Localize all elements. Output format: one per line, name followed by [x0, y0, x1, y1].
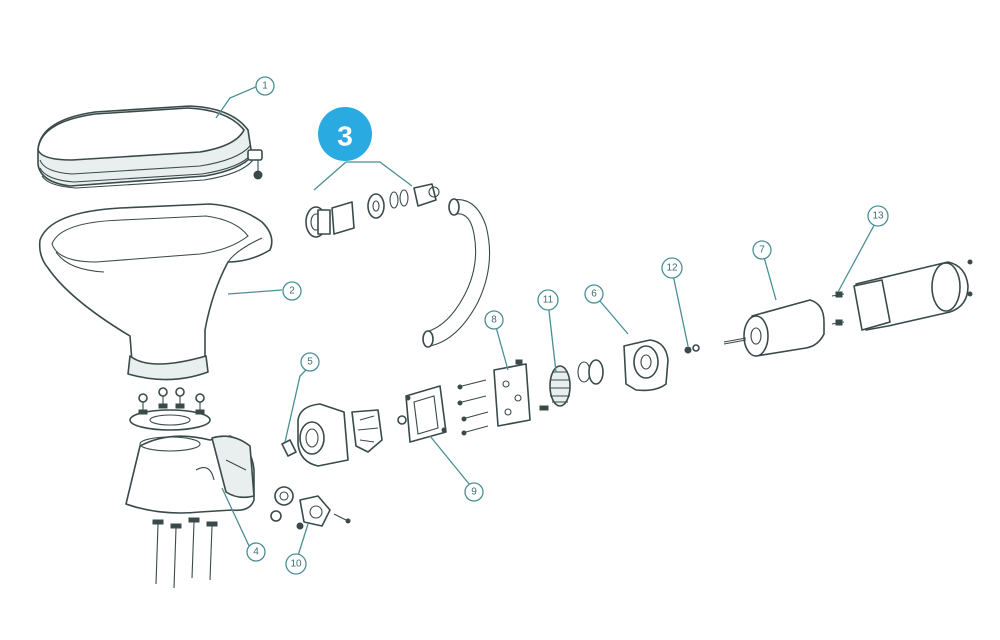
pump-base-part: [125, 435, 255, 589]
callout-13-label: 13: [872, 211, 884, 222]
fastener-part: [684, 344, 700, 354]
motor-part: [723, 299, 825, 357]
callout-10: 10: [285, 553, 307, 575]
callout-12: 12: [661, 257, 683, 279]
callout-4: 4: [246, 542, 266, 562]
callout-5-label: 5: [307, 357, 313, 368]
callout-8-label: 8: [491, 315, 497, 326]
callout-1: 1: [255, 76, 275, 96]
callout-11: 11: [537, 289, 559, 311]
callout-5: 5: [300, 352, 320, 372]
callout-6-label: 6: [591, 289, 597, 300]
callout-12-label: 12: [666, 263, 678, 274]
callout-2-label: 2: [289, 286, 295, 297]
callout-7: 7: [752, 240, 772, 260]
callout-8: 8: [484, 310, 504, 330]
gasket-part: [397, 385, 447, 443]
callout-13: 13: [867, 205, 889, 227]
callout-4-label: 4: [253, 547, 259, 558]
bowl-part: [38, 203, 273, 381]
base-hardware-part: [129, 387, 211, 431]
callout-2: 2: [282, 281, 302, 301]
highlight-callout-3: 3: [318, 107, 372, 161]
callout-6: 6: [584, 284, 604, 304]
callout-7-label: 7: [759, 245, 765, 256]
pump-plate-part: [457, 359, 531, 436]
highlight-callout-3-label: 3: [337, 121, 353, 152]
seal-mount-part: [577, 339, 669, 392]
hose-fitting-part: [305, 183, 440, 238]
callout-9: 9: [464, 482, 484, 502]
pump-housing-part: [281, 403, 383, 467]
callout-10-label: 10: [290, 559, 302, 570]
callout-1-label: 1: [262, 81, 268, 92]
callout-11-label: 11: [543, 295, 554, 306]
motor-housing-part: [831, 259, 973, 331]
hose-part: [422, 198, 491, 348]
valve-parts: [270, 486, 351, 530]
callout-9-label: 9: [471, 487, 477, 498]
impeller-part: [539, 365, 571, 411]
seat-lid-part: [37, 105, 263, 189]
